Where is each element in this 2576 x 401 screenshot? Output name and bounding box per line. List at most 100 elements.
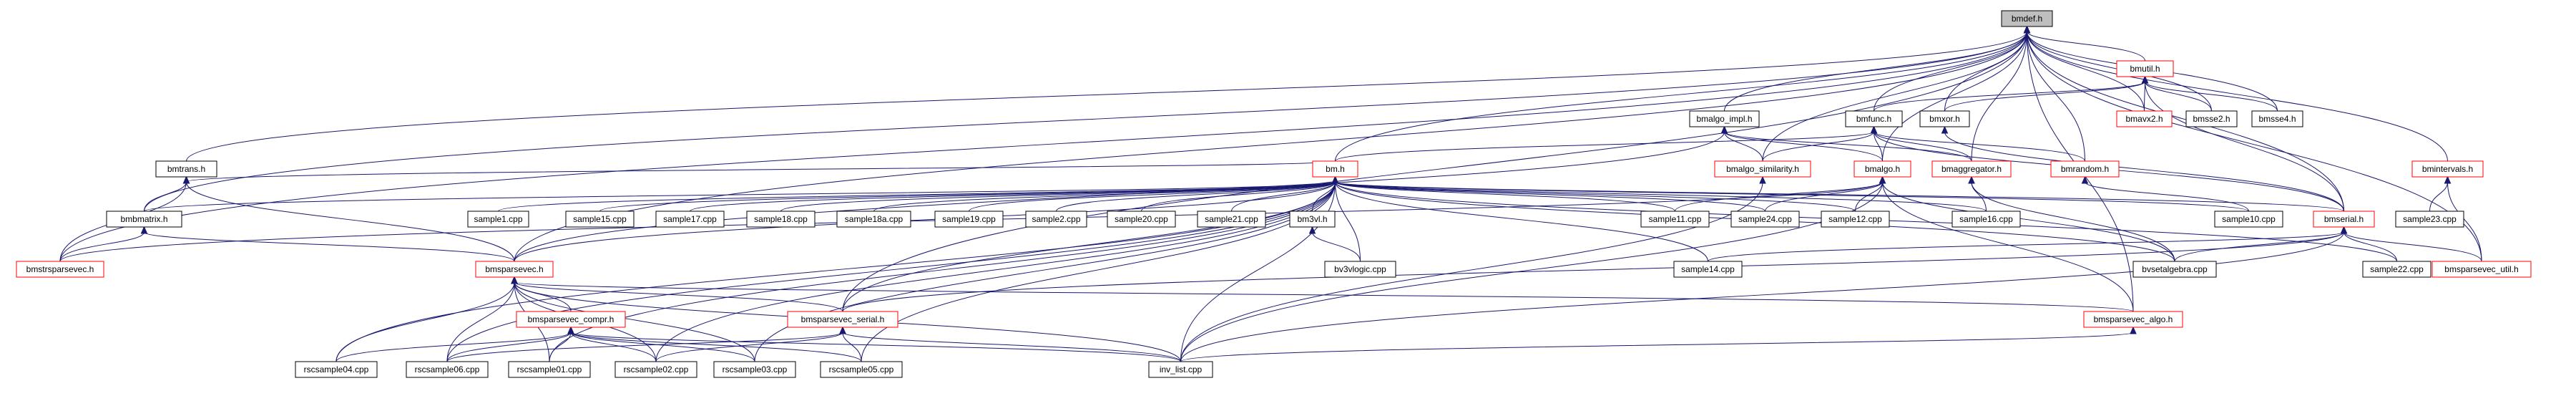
graph-node-bmmatrix[interactable]: bmbmatrix.h — [106, 211, 182, 228]
graph-node-rscsample03[interactable]: rscsample03.cpp — [713, 361, 796, 378]
edge-line — [1971, 31, 2027, 162]
node-label: bmsparsevec.h — [485, 264, 543, 274]
edge-bmsparsevec_serial-to-bmdef — [842, 25, 2031, 312]
node-label: sample12.cpp — [1828, 214, 1882, 224]
graph-node-bmutil[interactable]: bmutil.h — [2116, 60, 2174, 77]
node-box — [1148, 361, 1213, 378]
graph-node-bmalgo[interactable]: bmalgo.h — [1853, 160, 1911, 178]
edge-sample2-to-bm — [1056, 175, 1339, 212]
edge-bmutil-to-bmdef — [2023, 25, 2145, 62]
graph-node-sample14[interactable]: sample14.cpp — [1673, 261, 1743, 278]
graph-node-bmsparsevec_util[interactable]: bmsparsevec_util.h — [2431, 261, 2532, 278]
graph-node-bmsparsevec_algo[interactable]: bmsparsevec_algo.h — [2083, 311, 2183, 328]
node-box — [1730, 211, 1800, 228]
graph-node-sample11[interactable]: sample11.cpp — [1640, 211, 1710, 228]
graph-node-bmxor[interactable]: bmxor.h — [1919, 110, 1970, 127]
edge-bvsetalgebra-to-bmserial — [2174, 226, 2348, 262]
graph-node-bv3vlogic[interactable]: bv3vlogic.cpp — [1324, 261, 1396, 278]
graph-node-bm[interactable]: bm.h — [1312, 160, 1358, 178]
node-box — [2001, 10, 2053, 27]
edge-sample18-to-bm — [780, 175, 1339, 212]
node-box — [2185, 110, 2238, 127]
node-label: bmrandom.h — [2061, 164, 2109, 174]
node-box — [1689, 110, 1760, 127]
graph-node-sample19[interactable]: sample19.cpp — [934, 211, 1004, 228]
graph-node-bmtrans[interactable]: bmtrans.h — [155, 160, 217, 178]
node-label: rscsample05.cpp — [829, 364, 894, 375]
node-label: sample22.cpp — [2370, 264, 2424, 274]
graph-node-rscsample06[interactable]: rscsample06.cpp — [406, 361, 489, 378]
edge-line — [2145, 81, 2278, 112]
node-label: sample14.cpp — [1681, 264, 1735, 274]
graph-node-bmsparsevec_compr[interactable]: bmsparsevec_compr.h — [516, 311, 626, 328]
graph-node-bmavx2[interactable]: bmavx2.h — [2116, 110, 2173, 127]
edge-bvsetalgebra-to-bmaggregator — [1968, 175, 2175, 262]
graph-node-sample2[interactable]: sample2.cpp — [1025, 211, 1087, 228]
edge-sample16-to-bm — [1331, 175, 1987, 212]
graph-node-bmalgo_similarity[interactable]: bmalgo_similarity.h — [1714, 160, 1811, 178]
graph-node-inv_list[interactable]: inv_list.cpp — [1148, 361, 1213, 378]
graph-node-sample22[interactable]: sample22.cpp — [2362, 261, 2431, 278]
edge-rscsample02-to-bm — [655, 175, 1339, 362]
node-box — [406, 361, 489, 378]
edge-line — [2027, 31, 2145, 112]
edge-bmsse4-to-bmutil — [2141, 75, 2278, 112]
edge-line — [599, 181, 1336, 212]
graph-node-bmsparsevec[interactable]: bmsparsevec.h — [475, 261, 554, 278]
graph-node-sample15[interactable]: sample15.cpp — [565, 211, 635, 228]
graph-node-bmaggregator[interactable]: bmaggregator.h — [1931, 160, 2012, 178]
node-box — [2395, 211, 2464, 228]
graph-node-sample1[interactable]: sample1.cpp — [467, 211, 529, 228]
graph-node-rscsample01[interactable]: rscsample01.cpp — [508, 361, 591, 378]
edge-bv3vlogic-to-bm — [1331, 175, 1361, 262]
graph-node-sample12[interactable]: sample12.cpp — [1821, 211, 1890, 228]
edge-arrowhead-icon — [2340, 226, 2348, 234]
graph-node-bmfunc[interactable]: bmfunc.h — [1845, 110, 1903, 127]
graph-node-sample23[interactable]: sample23.cpp — [2395, 211, 2464, 228]
graph-node-bmserial[interactable]: bmserial.h — [2313, 211, 2375, 228]
graph-node-bmsse2[interactable]: bmsse2.h — [2185, 110, 2238, 127]
edge-line — [1180, 181, 1763, 362]
node-box — [836, 211, 911, 228]
graph-node-bmintervals[interactable]: bmintervals.h — [2411, 160, 2484, 178]
edge-line — [1882, 31, 2027, 162]
graph-node-sample24[interactable]: sample24.cpp — [1730, 211, 1800, 228]
graph-node-bvsetalgebra[interactable]: bvsetalgebra.cpp — [2132, 261, 2217, 278]
graph-node-rscsample04[interactable]: rscsample04.cpp — [295, 361, 378, 378]
node-label: sample18a.cpp — [845, 214, 903, 224]
node-box — [2132, 261, 2217, 278]
edge-rscsample05-to-bmsparsevec_compr — [567, 326, 862, 362]
node-label: bvsetalgebra.cpp — [2142, 264, 2208, 274]
edge-line — [780, 181, 1336, 212]
edge-line — [1335, 181, 1361, 262]
graph-node-rscsample05[interactable]: rscsample05.cpp — [820, 361, 903, 378]
graph-node-sample21[interactable]: sample21.cpp — [1197, 211, 1266, 228]
graph-node-sample20[interactable]: sample20.cpp — [1107, 211, 1176, 228]
graph-node-sample18a[interactable]: sample18a.cpp — [836, 211, 911, 228]
graph-node-bmdef: bmdef.h — [2001, 10, 2053, 27]
node-label: sample18.cpp — [754, 214, 808, 224]
graph-node-sample10[interactable]: sample10.cpp — [2214, 211, 2283, 228]
edge-line — [144, 181, 1336, 212]
edge-arrowhead-icon — [1308, 226, 1316, 234]
node-label: bmsse4.h — [2258, 114, 2296, 124]
graph-node-bmrandom[interactable]: bmrandom.h — [2050, 160, 2120, 178]
edge-line — [336, 332, 572, 362]
node-box — [1853, 160, 1911, 178]
graph-node-sample16[interactable]: sample16.cpp — [1951, 211, 2021, 228]
edge-line — [1874, 131, 2085, 162]
edge-bmsparsevec_util-to-bmserial — [2340, 226, 2482, 262]
graph-node-bmstrsparsevec[interactable]: bmstrsparsevec.h — [16, 261, 104, 278]
graph-node-bmalgo_impl[interactable]: bmalgo_impl.h — [1689, 110, 1760, 127]
graph-node-bmsse4[interactable]: bmsse4.h — [2251, 110, 2303, 127]
graph-node-sample17[interactable]: sample17.cpp — [655, 211, 725, 228]
edge-line — [1312, 231, 1361, 262]
graph-node-rscsample02[interactable]: rscsample02.cpp — [614, 361, 697, 378]
edge-line — [1765, 181, 1883, 212]
edge-bmsparsevec_util-to-bmintervals — [2444, 175, 2482, 262]
node-label: bv3vlogic.cpp — [1334, 264, 1386, 274]
graph-node-bmsparsevec_serial[interactable]: bmsparsevec_serial.h — [787, 311, 898, 328]
node-box — [1107, 211, 1176, 228]
graph-node-sample18[interactable]: sample18.cpp — [746, 211, 816, 228]
graph-node-bm3vl[interactable]: bm3vl.h — [1289, 211, 1336, 228]
